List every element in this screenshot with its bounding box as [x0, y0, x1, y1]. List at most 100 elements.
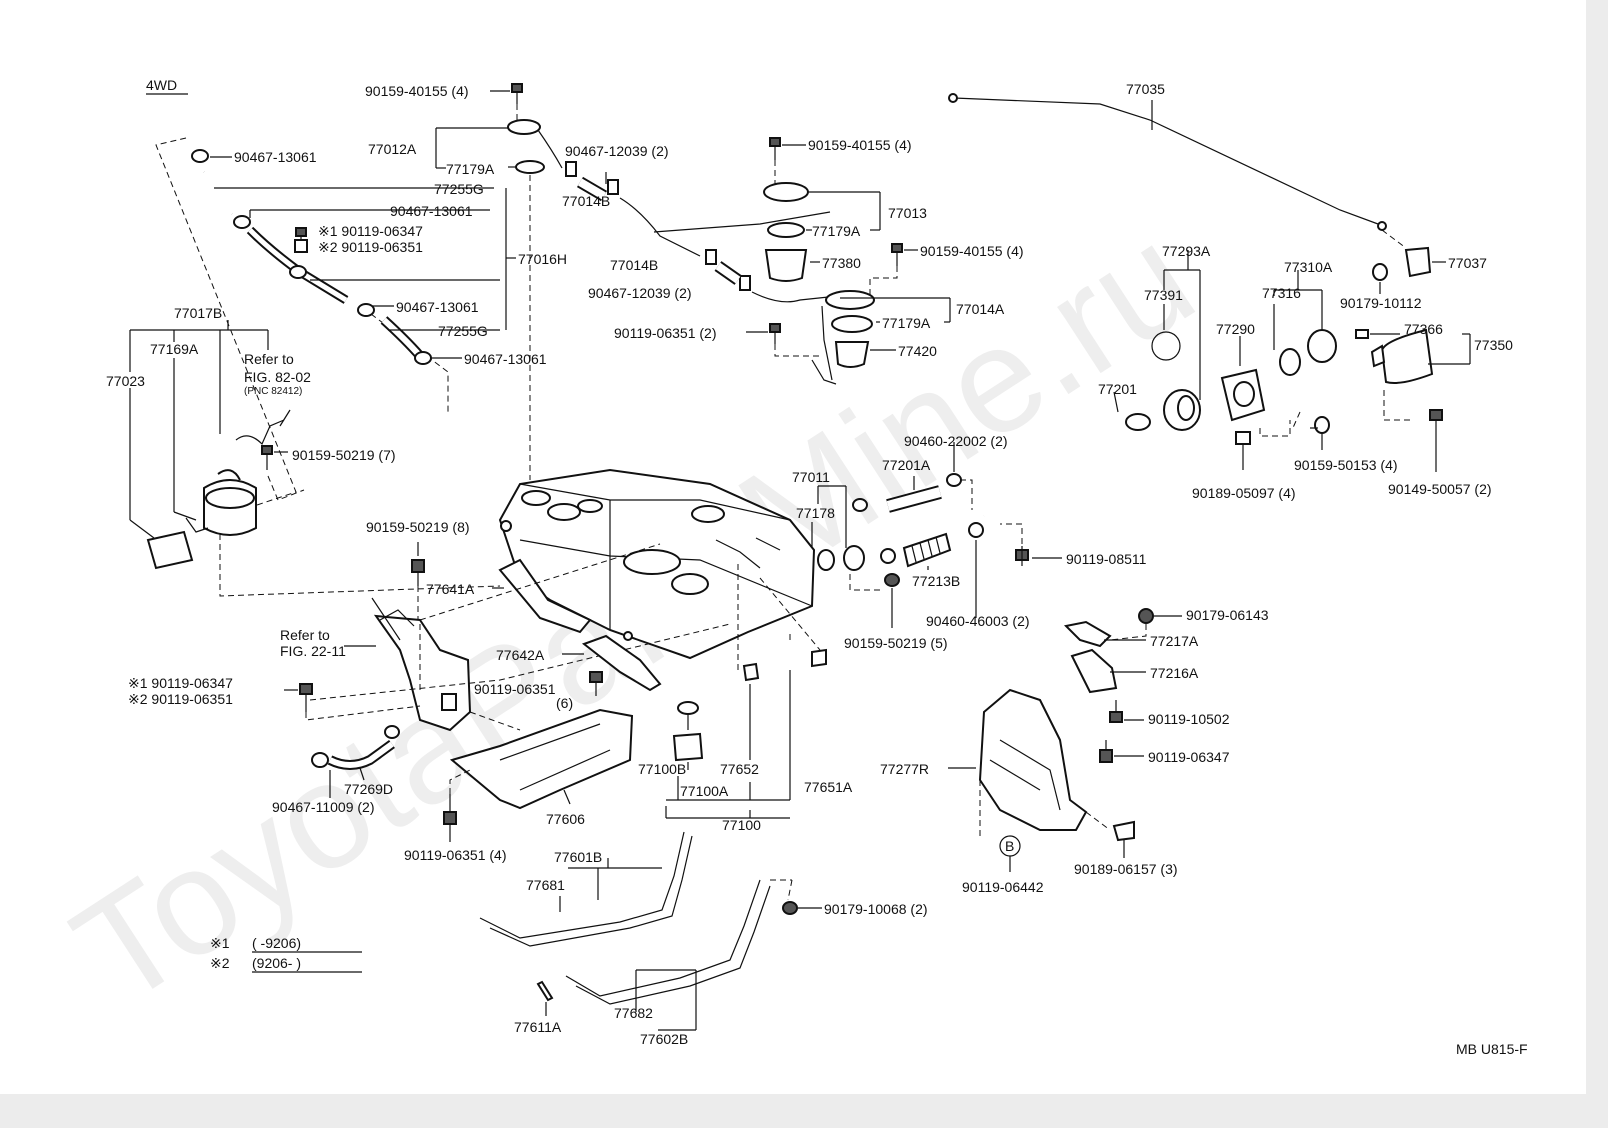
circle-marker-label: B: [1005, 838, 1014, 854]
fuel-tank-icon: [498, 468, 816, 660]
bolt-icon: [589, 671, 603, 696]
part-label: 90189-05097 (4): [1192, 485, 1296, 501]
pin-icon: [536, 980, 554, 1002]
part-label: 90159-40155 (4): [365, 83, 469, 99]
part-label: 77179A: [882, 315, 931, 331]
part-label: 90467-12039 (2): [565, 143, 669, 159]
gauge-plate-icon: [507, 119, 541, 135]
screw-icon: [1235, 431, 1251, 470]
part-label: 77179A: [812, 223, 861, 239]
bolt-icon: [1099, 740, 1113, 763]
part-label: ※2 90119-06351: [128, 691, 233, 707]
variant-label: 4WD: [146, 77, 177, 93]
part-label: 77100: [722, 817, 761, 833]
part-label: 77366: [1404, 321, 1443, 337]
part-label: 77606: [546, 811, 585, 827]
part-label: 77216A: [1150, 665, 1199, 681]
part-label: 77012A: [368, 141, 417, 157]
part-label: 90189-06157 (3): [1074, 861, 1178, 877]
part-label: 77013: [888, 205, 927, 221]
pump-body-icon: [764, 249, 808, 282]
bolt-icon: [891, 243, 903, 266]
screw-icon: [1314, 416, 1330, 434]
part-label: 90119-08511: [1066, 551, 1147, 567]
part-label: 90159-50219 (5): [844, 635, 948, 651]
clip-icon: [1112, 820, 1135, 842]
part-label: 77642A: [496, 647, 545, 663]
tank-band-icon: [479, 831, 693, 947]
reference-note: FIG. 22-11: [280, 643, 346, 659]
part-label: 77255G: [438, 323, 488, 339]
shield-icon: [978, 688, 1088, 831]
filler-housing-icon: [1220, 368, 1266, 422]
part-label: 77217A: [1150, 633, 1199, 649]
part-label: 90179-06143: [1186, 607, 1269, 623]
bolt-icon: [411, 559, 425, 586]
part-label: 90159-40155 (4): [808, 137, 912, 153]
part-label: 77201A: [882, 457, 931, 473]
reference-note: FIG. 82-02: [244, 369, 311, 385]
bolt-icon: [769, 323, 781, 344]
reference-note: Refer to: [280, 627, 330, 643]
screw-icon: [1429, 409, 1443, 472]
part-label: 90159-50219 (7): [292, 447, 396, 463]
pad-icon: [672, 701, 704, 762]
part-label: 90159-50219 (8): [366, 519, 470, 535]
part-label: 77023: [106, 373, 145, 389]
protector-icon: [498, 558, 592, 634]
part-label: 77037: [1448, 255, 1487, 271]
bolt-icon: [299, 683, 313, 712]
part-label: 90119-06347: [1148, 749, 1230, 765]
part-label: 77011: [792, 469, 830, 485]
part-label: 77277R: [880, 761, 929, 777]
part-label: 77420: [898, 343, 937, 359]
part-label: 77017B: [174, 305, 222, 321]
part-label: 77652: [720, 761, 759, 777]
part-label: 77293A: [1162, 243, 1211, 259]
part-label: ※1 90119-06347: [128, 675, 233, 691]
bolt-icon: [769, 137, 781, 160]
bolt-icon: [884, 573, 900, 587]
nut-icon: [782, 901, 798, 915]
part-label: 90119-06351: [474, 681, 556, 697]
part-label: 77350: [1474, 337, 1513, 353]
gasket-icon: [767, 222, 805, 238]
clip-icon: [1138, 608, 1154, 624]
reference-note: (PNC 82412): [244, 386, 302, 397]
tank-band-icon: [565, 879, 771, 1005]
tank-band-icon: [581, 634, 662, 692]
fuel-door-icon: [1355, 328, 1434, 384]
part-label: ※2 90119-06351: [318, 239, 423, 255]
bolt-icon: [261, 445, 273, 470]
bracket-icon: [1063, 620, 1118, 694]
part-label: 77641A: [426, 581, 475, 597]
bolt-icon: [511, 83, 523, 104]
part-label: 90119-06351 (4): [404, 847, 506, 863]
part-label: 90149-50057 (2): [1388, 481, 1492, 497]
part-label: 77178: [796, 505, 835, 521]
part-label: 90179-10112: [1340, 295, 1422, 311]
part-label: 77169A: [150, 341, 199, 357]
part-label: 90467-13061: [234, 149, 317, 165]
note-mark: ※2: [210, 955, 230, 971]
part-label: 77316: [1262, 285, 1301, 301]
diagram-sheet: ToyotaPartsMine.ru 4WD: [0, 0, 1586, 1094]
part-label: 77100B: [638, 761, 686, 777]
part-label: 77014B: [562, 193, 610, 209]
part-label: 90119-06442: [962, 879, 1044, 895]
part-label: 77201: [1098, 381, 1137, 397]
bolt-icon: [294, 227, 308, 253]
note-range: ( -9206): [252, 935, 301, 951]
part-label: ※1 90119-06347: [318, 223, 423, 239]
part-label: 90159-50153 (4): [1294, 457, 1398, 473]
parts-diagram: ToyotaPartsMine.ru 4WD: [46, 77, 1528, 1057]
part-label: 90460-46003 (2): [926, 613, 1030, 629]
gasket-icon: [515, 160, 545, 174]
fuel-pump-icon: [146, 419, 285, 570]
part-label: 77100A: [680, 783, 729, 799]
clamp-icon: [705, 249, 751, 291]
hose-clamp-icon: [191, 149, 209, 163]
part-label: 77681: [526, 877, 565, 893]
bellows-hose-icon: [902, 532, 952, 568]
clamp-icon: [565, 161, 619, 195]
